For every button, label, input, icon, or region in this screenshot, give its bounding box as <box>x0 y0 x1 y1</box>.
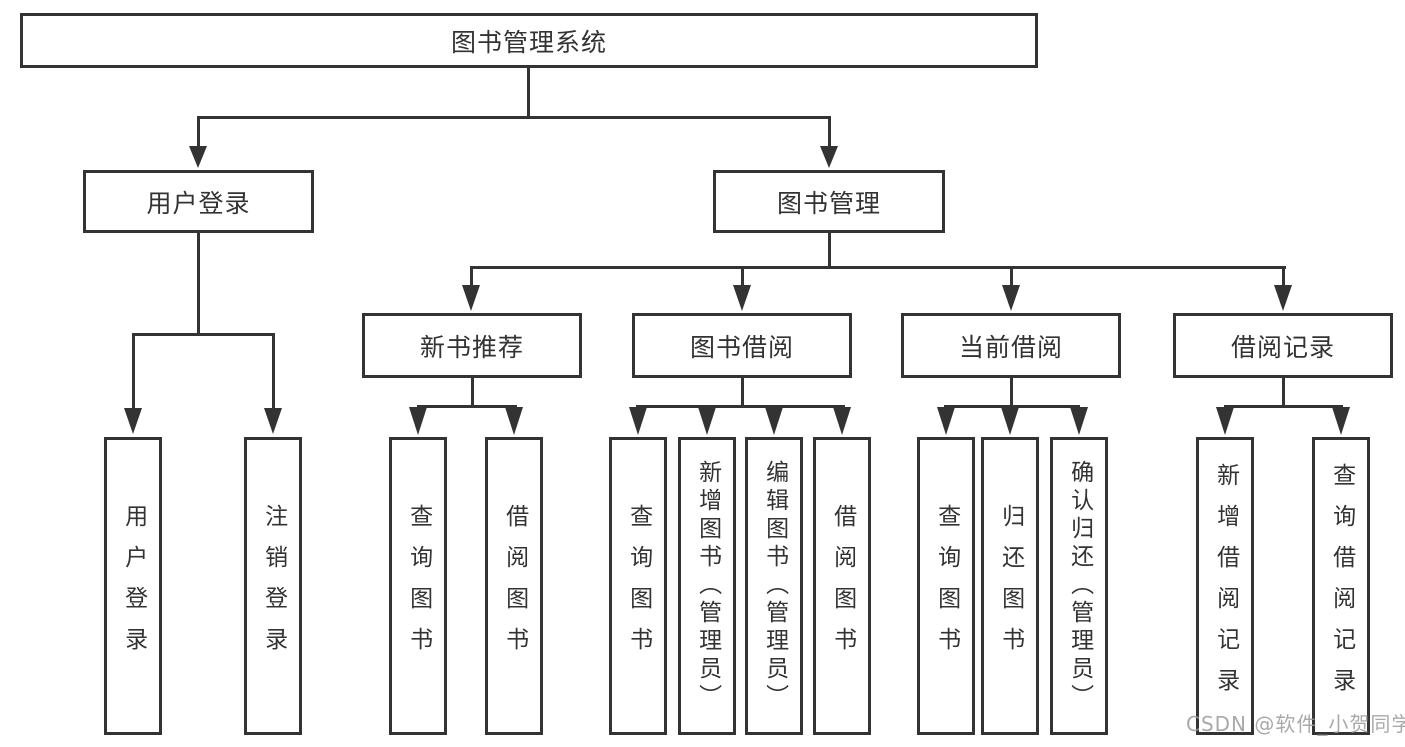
connector-line <box>197 233 200 336</box>
connector-line <box>1010 378 1013 407</box>
leaf-edit-book-admin: 编辑图书（管理员） <box>745 437 803 735</box>
arrow-down-icon <box>820 146 838 168</box>
arrow-down-icon <box>698 407 716 435</box>
connector-line <box>828 233 831 269</box>
arrow-down-icon <box>1070 407 1088 435</box>
connector-line <box>1224 405 1343 408</box>
arrow-down-icon <box>833 407 851 435</box>
arrow-down-icon <box>505 407 523 435</box>
connector-line <box>636 405 845 408</box>
connector-line <box>1282 378 1285 407</box>
connector-line <box>470 266 1286 269</box>
leaf-logout: 注销登录 <box>244 437 302 735</box>
leaf-borrow-book: 借阅图书 <box>813 437 871 735</box>
leaf-query-book-recommend: 查询图书 <box>389 437 447 735</box>
csdn-watermark: CSDN @软件_小贺同学 <box>1186 712 1405 736</box>
connector-line <box>197 116 200 148</box>
node-current-borrowing: 当前借阅 <box>901 313 1121 378</box>
leaf-query-borrow-record: 查询借阅记录 <box>1312 437 1370 735</box>
connector-line <box>272 333 275 413</box>
connector-line <box>1010 266 1013 287</box>
arrow-down-icon <box>1216 407 1234 435</box>
connector-line <box>1282 266 1285 287</box>
node-user-login: 用户登录 <box>83 170 314 233</box>
arrow-down-icon <box>1002 285 1020 311</box>
leaf-user-login: 用户登录 <box>104 437 162 735</box>
connector-line <box>828 116 831 148</box>
arrow-down-icon <box>462 285 480 311</box>
arrow-down-icon <box>629 407 647 435</box>
node-library-management-system: 图书管理系统 <box>20 13 1038 68</box>
connector-line <box>944 405 1080 408</box>
connector-line <box>132 333 275 336</box>
arrow-down-icon <box>264 408 282 434</box>
node-borrowing-records: 借阅记录 <box>1173 313 1393 378</box>
leaf-add-borrow-record: 新增借阅记录 <box>1196 437 1254 735</box>
arrow-down-icon <box>765 407 783 435</box>
leaf-query-book-current: 查询图书 <box>917 437 975 735</box>
connector-line <box>527 68 530 118</box>
node-book-management: 图书管理 <box>713 170 945 233</box>
connector-line <box>417 405 517 408</box>
arrow-down-icon <box>733 285 751 311</box>
connector-line <box>471 378 474 407</box>
arrow-down-icon <box>409 407 427 435</box>
connector-line <box>132 333 135 413</box>
connector-line <box>197 116 831 119</box>
arrow-down-icon <box>1274 285 1292 311</box>
node-new-book-recommendation: 新书推荐 <box>362 313 582 378</box>
connector-line <box>741 266 744 287</box>
connector-line <box>741 378 744 407</box>
leaf-borrow-book-recommend: 借阅图书 <box>485 437 543 735</box>
arrow-down-icon <box>124 408 142 434</box>
arrow-down-icon <box>1332 407 1350 435</box>
arrow-down-icon <box>189 146 207 168</box>
leaf-add-book-admin: 新增图书（管理员） <box>678 437 736 735</box>
connector-line <box>470 266 473 287</box>
node-book-borrowing: 图书借阅 <box>632 313 852 378</box>
leaf-query-book-borrowing: 查询图书 <box>609 437 667 735</box>
leaf-return-book: 归还图书 <box>981 437 1039 735</box>
leaf-confirm-return-admin: 确认归还（管理员） <box>1050 437 1108 735</box>
arrow-down-icon <box>937 407 955 435</box>
arrow-down-icon <box>1001 407 1019 435</box>
